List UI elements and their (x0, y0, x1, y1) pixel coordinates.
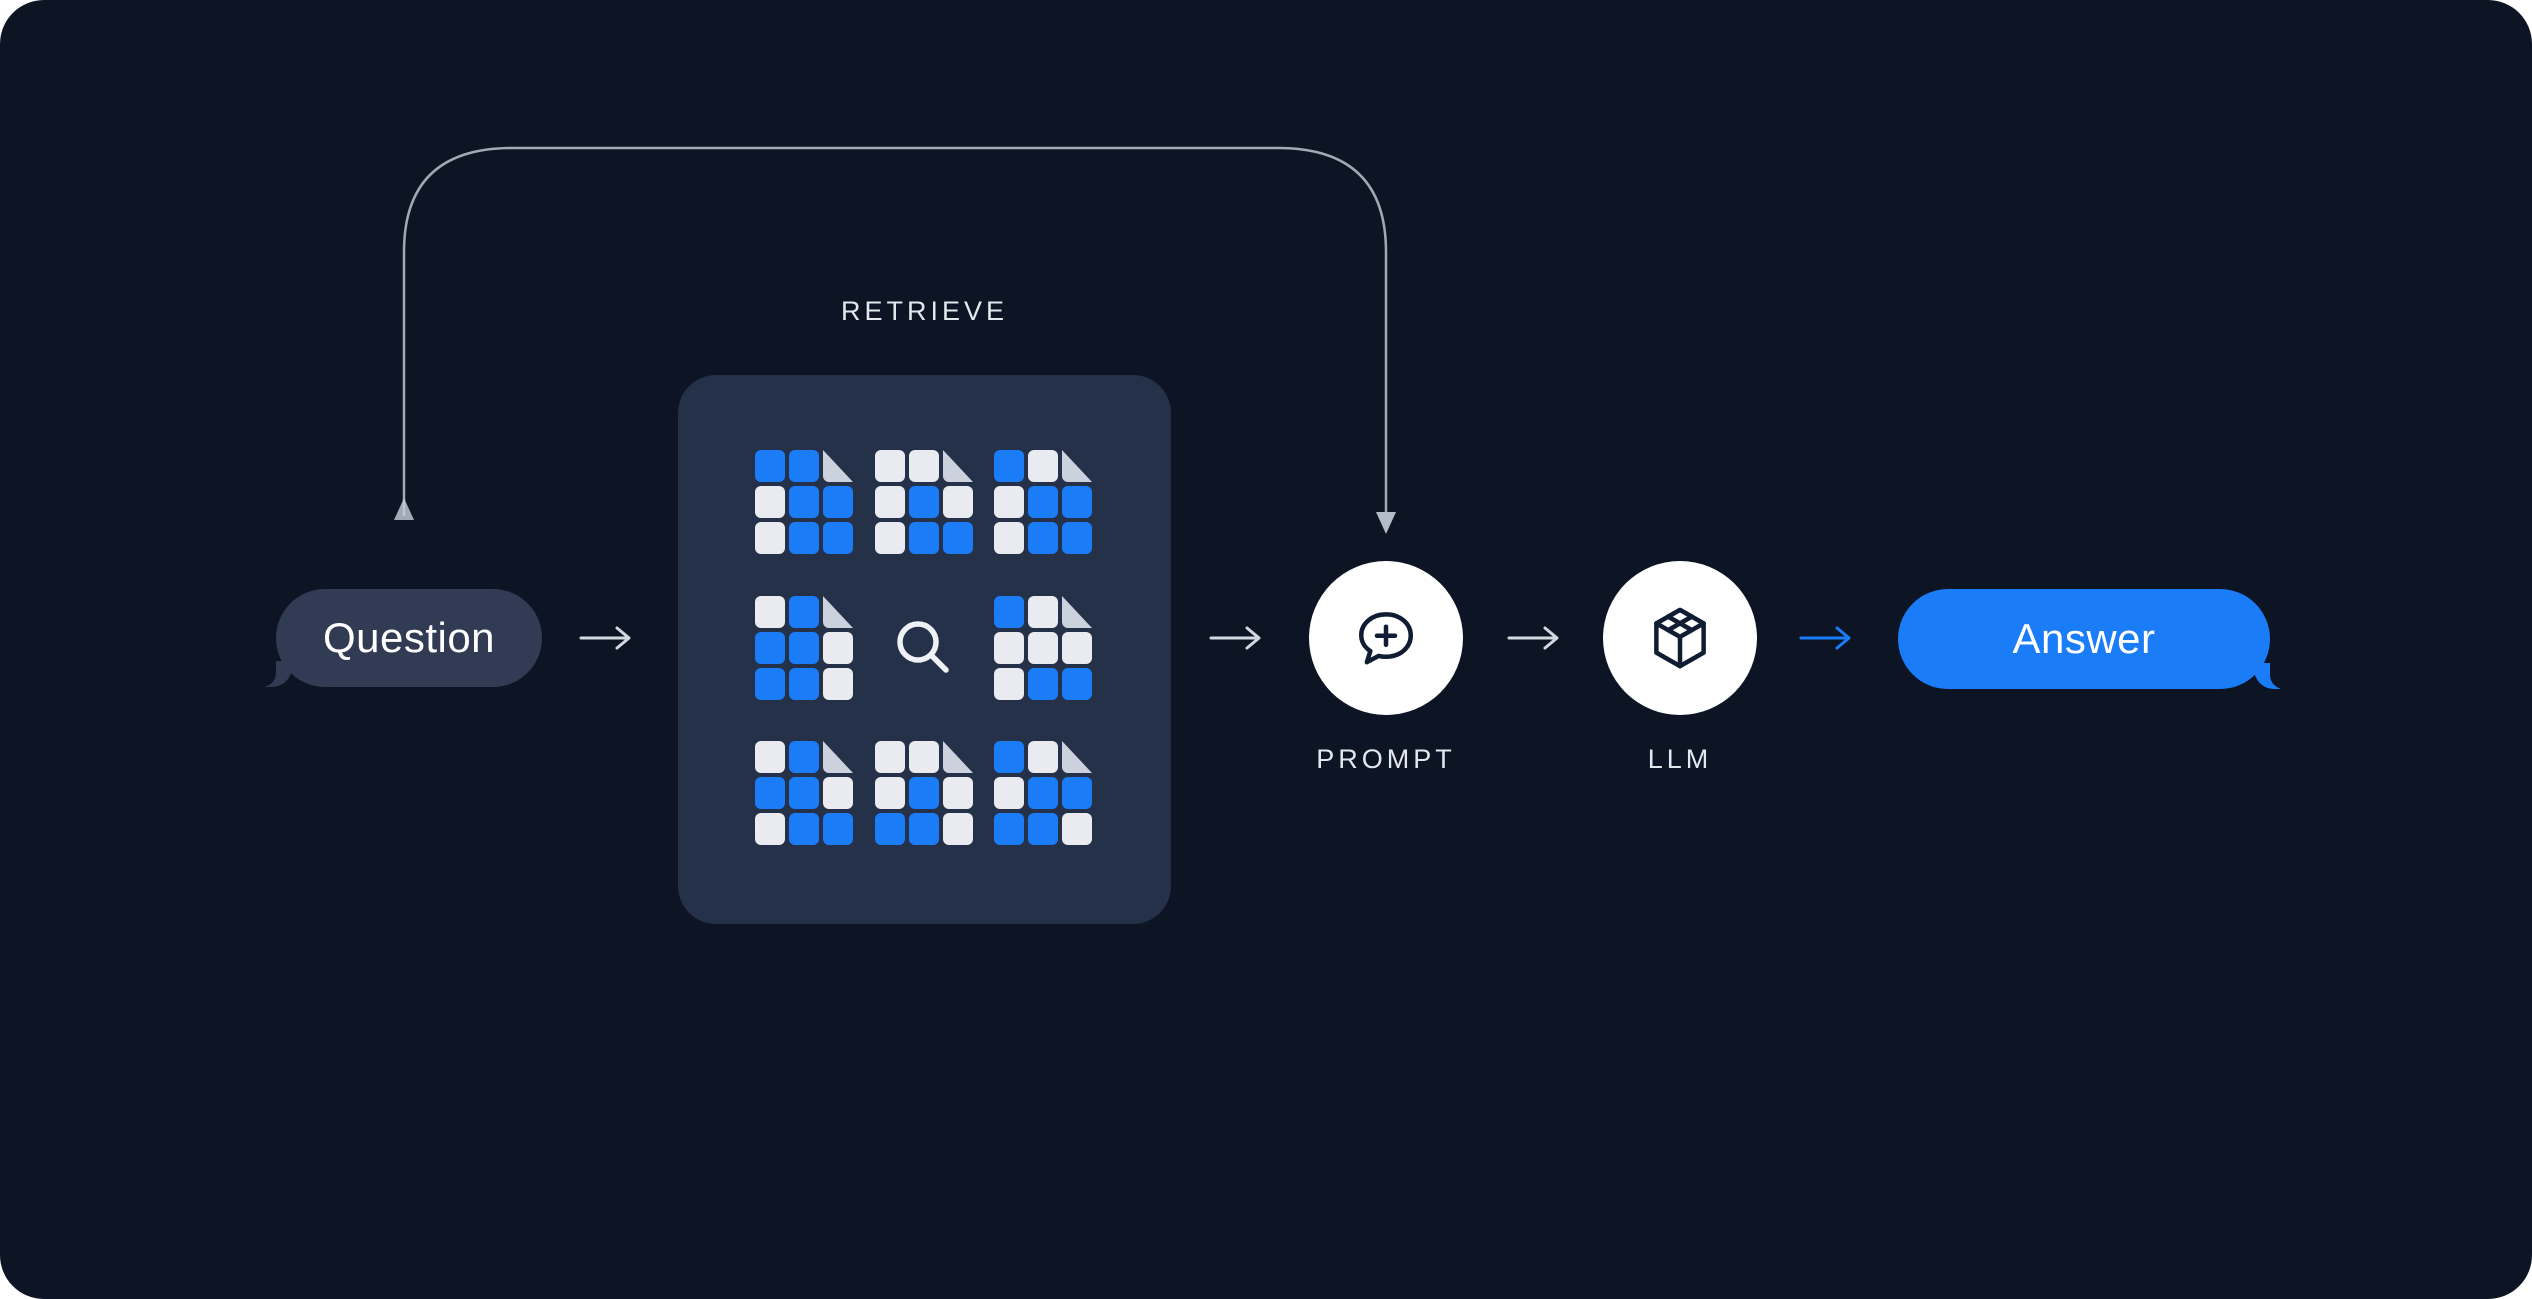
doc-grid-square (755, 450, 785, 482)
doc-grid-square (1028, 741, 1058, 773)
doc-grid-square (755, 596, 785, 628)
doc-grid-square (755, 486, 785, 518)
doc-grid-square (789, 632, 819, 664)
answer-bubble-label: Answer (2012, 615, 2156, 662)
search-icon (884, 608, 964, 688)
doc-grid-square (1028, 668, 1058, 700)
doc-grid-square (909, 522, 939, 554)
doc-grid-square (875, 522, 905, 554)
question-bubble-label: Question (322, 614, 496, 661)
curve-end-arrowhead (1376, 512, 1396, 534)
doc-grid-square (1062, 486, 1092, 518)
document-icon (755, 450, 853, 554)
document-icon (875, 741, 973, 845)
doc-grid-square (789, 668, 819, 700)
doc-grid-square (1028, 596, 1058, 628)
doc-grid-square (909, 777, 939, 809)
doc-grid-square (994, 632, 1024, 664)
document-icon (875, 450, 973, 554)
doc-grid-square (1028, 813, 1058, 845)
llm-node (1603, 561, 1757, 715)
page-fold-corner (823, 450, 853, 482)
prompt-node (1309, 561, 1463, 715)
doc-grid-square (994, 741, 1024, 773)
doc-grid-square (875, 813, 905, 845)
doc-grid-square (823, 668, 853, 700)
prompt-label: PROMPT (1316, 744, 1456, 774)
doc-grid-square (943, 813, 973, 845)
doc-grid-square (875, 450, 905, 482)
document-icon (755, 741, 853, 845)
doc-grid-square (789, 522, 819, 554)
page-fold-corner (823, 741, 853, 773)
doc-grid-square (755, 741, 785, 773)
doc-grid-square (994, 668, 1024, 700)
doc-grid-square (875, 777, 905, 809)
doc-grid-square (994, 777, 1024, 809)
doc-grid-square (789, 741, 819, 773)
doc-grid-square (789, 813, 819, 845)
doc-grid-square (994, 486, 1024, 518)
document-icon (755, 596, 853, 700)
document-icon (994, 741, 1092, 845)
doc-grid-square (909, 741, 939, 773)
speech-bubble-plus-icon (1359, 612, 1413, 665)
doc-grid-square (994, 596, 1024, 628)
doc-grid-square (755, 668, 785, 700)
doc-grid-square (755, 632, 785, 664)
doc-grid-square (909, 813, 939, 845)
document-icon (994, 450, 1092, 554)
doc-grid-square (1028, 450, 1058, 482)
doc-grid-square (1062, 813, 1092, 845)
doc-grid-square (755, 522, 785, 554)
doc-grid-square (875, 486, 905, 518)
arrow-prompt-to-llm (1506, 624, 1566, 652)
cube-icon (1654, 607, 1706, 669)
doc-grid-square (755, 777, 785, 809)
page-fold-corner (823, 596, 853, 628)
doc-grid-square (823, 522, 853, 554)
doc-grid-square (789, 486, 819, 518)
doc-grid-square (909, 450, 939, 482)
retrieve-document-store (678, 375, 1171, 924)
doc-grid-square (823, 777, 853, 809)
doc-grid-square (943, 522, 973, 554)
doc-grid-square (943, 777, 973, 809)
doc-grid-square (1062, 777, 1092, 809)
doc-grid-square (789, 450, 819, 482)
answer-bubble: Answer (1898, 589, 2286, 689)
arrow-llm-to-answer (1798, 624, 1858, 652)
doc-grid-square (943, 486, 973, 518)
retrieve-label: RETRIEVE (840, 296, 1009, 326)
arrow-retrieve-to-prompt (1208, 624, 1268, 652)
page-fold-corner (943, 450, 973, 482)
doc-grid-square (1062, 668, 1092, 700)
doc-grid-square (1028, 777, 1058, 809)
doc-grid-square (823, 632, 853, 664)
doc-grid-square (755, 813, 785, 845)
doc-grid-square (1028, 522, 1058, 554)
page-fold-corner (1062, 450, 1092, 482)
arrow-question-to-retrieve (578, 624, 638, 652)
doc-grid-square (789, 596, 819, 628)
doc-grid-square (823, 486, 853, 518)
doc-grid-square (994, 813, 1024, 845)
doc-grid-square (994, 522, 1024, 554)
doc-grid-square (909, 486, 939, 518)
curve-start-arrowhead (394, 498, 414, 520)
doc-grid-square (875, 741, 905, 773)
question-bubble: Question (260, 589, 542, 687)
document-icon (994, 596, 1092, 700)
doc-grid-square (994, 450, 1024, 482)
doc-grid-square (1028, 632, 1058, 664)
doc-grid-square (1028, 486, 1058, 518)
doc-grid-square (823, 813, 853, 845)
doc-grid-square (789, 777, 819, 809)
doc-grid-square (1062, 522, 1092, 554)
page-fold-corner (1062, 741, 1092, 773)
page-fold-corner (943, 741, 973, 773)
doc-grid-square (1062, 632, 1092, 664)
page-fold-corner (1062, 596, 1092, 628)
llm-label: LLM (1647, 744, 1713, 774)
